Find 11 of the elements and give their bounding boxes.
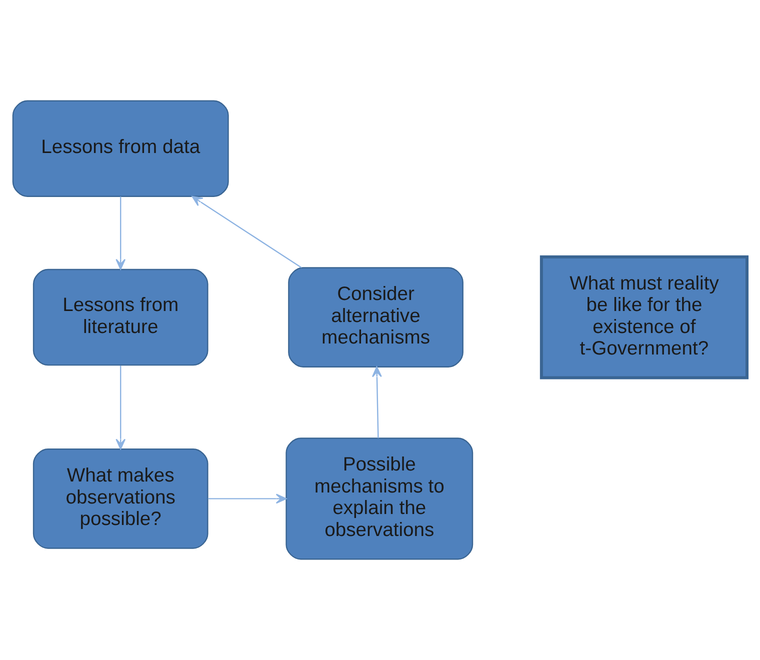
- node-box: What must reality be like for the existence of t-Government?: [540, 255, 749, 380]
- arrow: [116, 196, 126, 270]
- arrow: [372, 366, 382, 438]
- node-box: Lessons from literature: [32, 268, 208, 366]
- arrow: [116, 366, 126, 450]
- node-box: Lessons from data: [12, 100, 229, 197]
- node-box: Possible mechanisms to explain the observations: [286, 438, 474, 560]
- arrow: [192, 196, 302, 268]
- node-box: What makes observations possible?: [32, 448, 208, 549]
- node-box: Consider alternative mechanisms: [288, 267, 464, 368]
- arrow: [208, 494, 287, 504]
